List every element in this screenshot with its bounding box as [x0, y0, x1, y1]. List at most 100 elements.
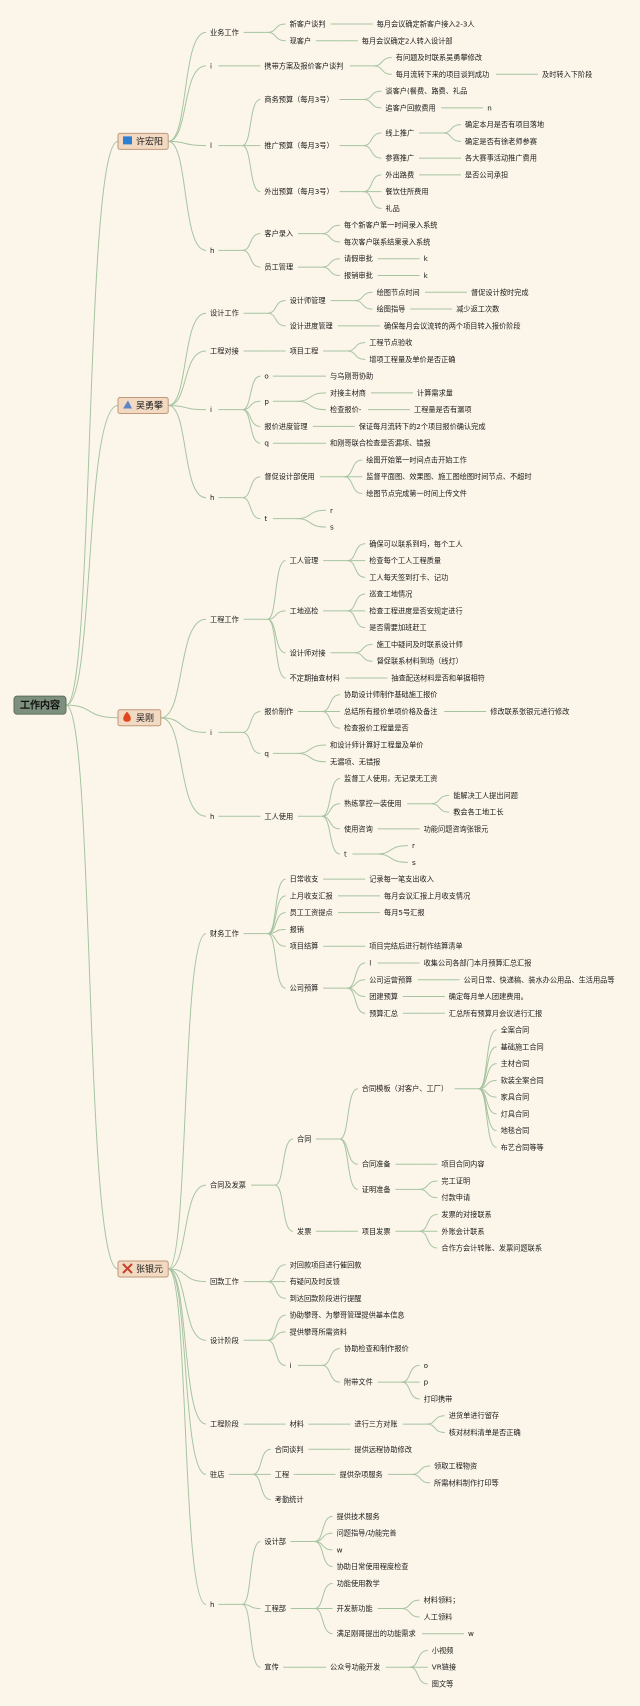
- edge-children-3-children-1-children-1-children-0-children-2: [419, 1230, 438, 1249]
- node-label: 进货单进行留存: [449, 1411, 499, 1420]
- edge-children-3-children-0: [167, 933, 207, 1270]
- node-label: 检查报价工程量是否: [344, 724, 409, 733]
- edge-children-1-children-2-children-1-children-0: [296, 392, 327, 402]
- edge-children-3-children-2-children-0: [267, 1264, 286, 1283]
- edge-children-3-children-5-children-2: [252, 1473, 271, 1501]
- node-label: 公司运营预算: [369, 975, 412, 984]
- node-label: t: [344, 850, 347, 859]
- branch-1: 吴勇攀设计工作设计师管理绘图节点时间督促设计按时完成绘图指导减少返工次数设计进度…: [117, 288, 532, 532]
- node-label: h: [210, 1600, 215, 1609]
- node-label: 设计工作: [210, 309, 239, 318]
- edge-children-3-children-6-children-1-children-1-children-1: [401, 1608, 420, 1618]
- node-label: 确定每月单人团建费用。: [449, 992, 528, 1001]
- node-label: 协助日常使用程度检查: [337, 1562, 409, 1571]
- edge-children-2-children-2-children-0-children-0: [321, 778, 341, 817]
- edge-children-1-children-2-children-1-children-1: [296, 400, 327, 411]
- node-label: 合同及发票: [210, 1181, 246, 1190]
- edge-children-2-children-0-children-1-children-2: [347, 610, 366, 629]
- branch-3: 张银元财务工作日常收支记录每一笔支出收入上月收支汇报每月会议汇报上月收支情况员工…: [117, 875, 615, 1689]
- edge-children-1-children-0-children-0-children-1: [354, 300, 373, 310]
- node-label: 设计部: [264, 1537, 286, 1546]
- edge-children-3-children-3-children-2-children-0: [321, 1348, 341, 1366]
- edge-children-3-children-3-children-1: [267, 1331, 286, 1341]
- flag-icon: [123, 136, 132, 145]
- node-label: 使用咨询: [344, 824, 373, 833]
- edge-children-3-children-3-children-2: [267, 1339, 286, 1366]
- edge-children-2-children-2-children-0-children-1-children-0: [431, 794, 450, 805]
- edge-children-0-children-3-children-0-children-0: [321, 224, 341, 235]
- node-label: 材料领料；: [424, 1596, 460, 1605]
- node-label: 提供杂项服务: [340, 1470, 383, 1479]
- edge-children-2-children-2-children-0-children-1: [321, 803, 341, 817]
- node-label: 巡查工地情况: [369, 590, 412, 599]
- edge-children-1-children-0-children-1: [267, 312, 286, 327]
- node-label: i: [210, 61, 212, 70]
- node-label: 每月5号汇报: [384, 908, 425, 917]
- edge-children-3-children-2: [168, 1268, 207, 1283]
- edge-children-3-children-1-children-0-children-0-children-2: [478, 1063, 497, 1090]
- node-label: 推广预算（每月3号）: [264, 141, 333, 150]
- node-label: 督促联系材料到场（线灯）: [377, 657, 463, 666]
- edge-root-1: [65, 404, 119, 706]
- edge-children-1-children-1-children-0-children-1: [347, 350, 366, 360]
- root-label: 工作内容: [20, 699, 60, 712]
- main-node-label: 吴刚: [136, 713, 154, 724]
- edge-children-3-children-1-children-0-children-0-children-1: [478, 1046, 497, 1090]
- edge-children-3-children-1-children-0-children-0-children-7: [478, 1088, 497, 1148]
- edge-children-3-children-3-children-2-children-1-children-0: [401, 1364, 420, 1383]
- edge-children-2-children-1-children-0: [242, 710, 261, 733]
- edge-children-0-children-2-children-2-children-2: [363, 191, 382, 209]
- node-label: 记录每一笔支出收入: [369, 875, 434, 884]
- edge-children-0-children-3-children-1-children-1: [321, 266, 341, 277]
- edge-children-2-children-1-children-1: [242, 731, 261, 754]
- node-label: 合同: [297, 1135, 311, 1144]
- node-label: 对接主材商: [330, 388, 366, 397]
- node-label: 增项工程量及单价是否正确: [369, 355, 455, 364]
- node-label: l: [369, 958, 371, 967]
- node-label: 设计师对接: [290, 648, 326, 657]
- edge-children-2-children-0-children-0-children-0: [347, 543, 366, 562]
- edge-children-1-children-3-children-0-children-0: [344, 459, 363, 478]
- node-label: 工程: [275, 1470, 289, 1479]
- node-label: 问题指导/功能完善: [337, 1529, 397, 1538]
- node-label: p: [264, 397, 269, 406]
- edge-children-3-children-1-children-1-children-0-children-0: [419, 1214, 438, 1232]
- tools-icon: [122, 1263, 133, 1274]
- node-label: w: [468, 1629, 474, 1638]
- edge-children-3-children-6-children-2: [242, 1603, 261, 1668]
- node-label: 到达回款阶段进行提醒: [290, 1294, 362, 1303]
- edge-children-0-children-3-children-1-children-0: [321, 258, 341, 268]
- node-label: 监督平面图、效果图、施工图绘图时间节点、不超时: [366, 472, 531, 481]
- node-label: 协助设计师制作基础施工报价: [344, 690, 437, 699]
- branch-2: 吴刚工程工作工人管理确保可以联系到吗，每个工人检查每个工人工程质量工人每天签到打…: [117, 539, 569, 867]
- node-label: 修改联系张银元进行修改: [490, 707, 569, 716]
- node-label: 设计进度管理: [290, 321, 333, 330]
- node-label: 计算需求量: [417, 388, 453, 397]
- node-label: 日常收支: [290, 875, 319, 884]
- node-label: 每月会议汇报上月收支情况: [384, 891, 470, 900]
- edge-children-2-children-0-children-1-children-0: [347, 593, 366, 612]
- node-label: 督促设计部使用: [264, 472, 314, 481]
- main-node-label: 张银元: [136, 1263, 163, 1275]
- main-node-box: [117, 396, 169, 414]
- edge-children-3-children-5-children-0: [252, 1448, 271, 1475]
- node-label: 新客户谈判: [290, 20, 326, 29]
- node-label: 主材合同: [501, 1059, 530, 1068]
- edge-children-1-children-2-children-3: [242, 409, 261, 444]
- node-label: 提供技术服务: [337, 1512, 380, 1521]
- node-label: 教会各工地工长: [453, 808, 503, 817]
- edge-children-2-children-0-children-2-children-0: [354, 643, 373, 654]
- node-label: 驻店: [210, 1470, 224, 1479]
- node-label: 收集公司各部门本月预算汇总汇报: [424, 958, 532, 967]
- node-label: 汇总所有预算月会议进行汇报: [449, 1009, 542, 1018]
- edge-children-0-children-2-children-2-children-0: [363, 174, 382, 193]
- edge-children-1-children-3-children-1-children-0: [296, 509, 327, 520]
- node-label: 客户录入: [264, 229, 293, 238]
- node-label: 每月会议确定新客户接入2-3人: [377, 20, 475, 29]
- edge-children-2-children-2-children-0-children-3: [321, 815, 341, 855]
- node-label: 和设计师计算好工程量及单价: [330, 741, 423, 750]
- edge-children-0-children-2: [168, 140, 207, 147]
- node-label: 督促设计按时完成: [471, 288, 529, 297]
- edge-children-0-children-2-children-1-children-0: [363, 132, 382, 147]
- node-label: 工程工作: [210, 615, 239, 624]
